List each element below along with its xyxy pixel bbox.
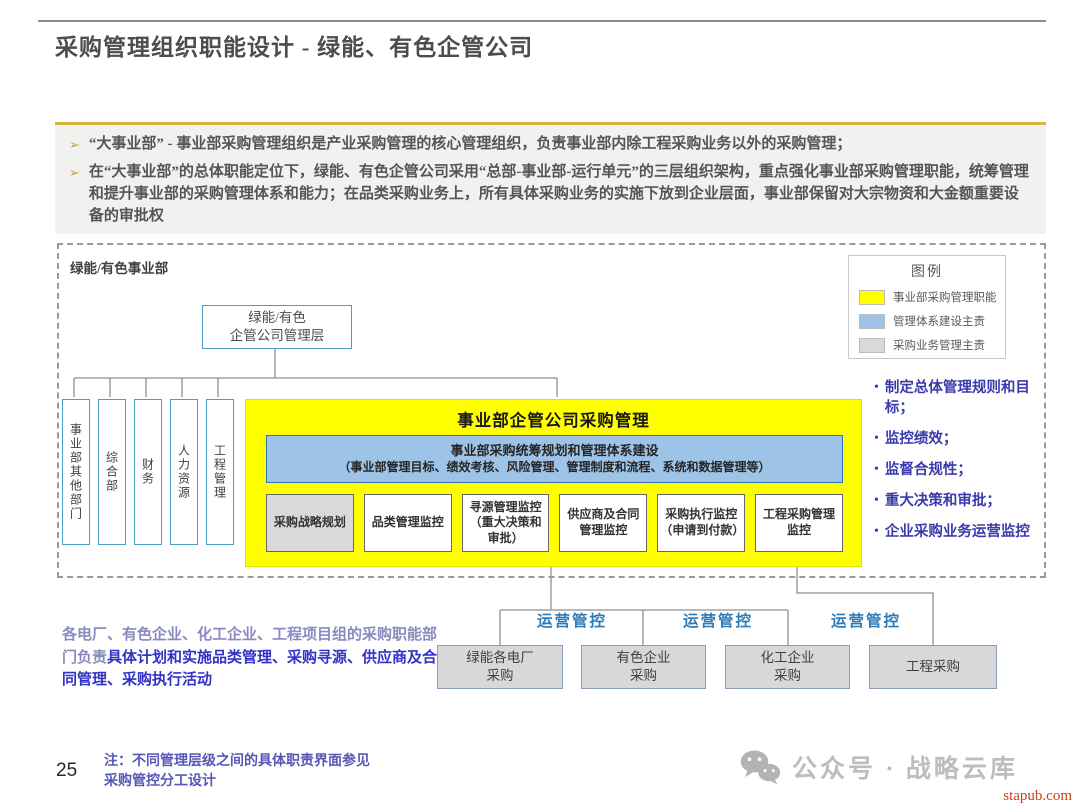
dot-bullet-icon: • — [874, 431, 879, 446]
ops-control-label: 运营管控 — [536, 613, 607, 630]
function-box-supplier: 供应商及合同管理监控 — [559, 494, 648, 552]
summary-bullet-text: 在“大事业部”的总体职能定位下，绿能、有色企管公司采用“总部-事业部-运行单元”… — [88, 164, 1029, 224]
responsibility-list: • 制定总体管理规则和目标； • 监控绩效； • 监督合规性； • 重大决策和审… — [874, 378, 1046, 553]
legend-item: 采购业务管理主责 — [859, 337, 1005, 353]
management-layer-box: 绿能/有色 企管公司管理层 — [202, 305, 352, 349]
ops-control-label: 运营管控 — [682, 613, 753, 630]
unit-box-chemical: 化工企业 采购 — [725, 645, 850, 689]
responsibility-item: • 制定总体管理规则和目标； — [874, 380, 1030, 416]
legend-title: 图例 — [911, 265, 943, 280]
function-box-sourcing: 寻源管理监控（重大决策和审批） — [461, 494, 550, 552]
legend-swatch-blue — [859, 313, 885, 329]
legend-label: 事业部采购管理职能 — [893, 292, 997, 304]
planning-line2: （事业部管理目标、绩效考核、风险管理、管理制度和流程、系统和数据管理等） — [338, 459, 771, 474]
legend-swatch-gray — [859, 337, 885, 353]
unit-box-nonferrous: 有色企业 采购 — [581, 645, 706, 689]
unit-box-project-procurement: 工程采购 — [869, 645, 997, 689]
summary-box: ➢ “大事业部” - 事业部采购管理组织是产业采购管理的核心管理组织，负责事业部… — [55, 122, 1046, 234]
site-watermark: stapub.com — [1003, 788, 1072, 804]
page-number: 25 — [56, 760, 78, 781]
bottom-left-paragraph: 各电厂、有色企业、化工企业、工程项目组的采购职能部门负责具体计划和实施品类管理、… — [62, 624, 450, 692]
purchasing-management-box: 事业部企管公司采购管理 事业部采购统筹规划和管理体系建设 （事业部管理目标、绩效… — [245, 399, 862, 567]
dot-bullet-icon: • — [874, 380, 879, 395]
function-box-strategy: 采购战略规划 — [266, 494, 354, 552]
purchasing-box-title: 事业部企管公司采购管理 — [457, 411, 650, 430]
responsibility-item: • 监控绩效； — [874, 431, 958, 447]
paragraph-normal-text: 各电厂、有色企业、化工企业、工程项目组的采购职能部门负责 — [62, 627, 438, 666]
planning-line1: 事业部采购统筹规划和管理体系建设 — [450, 443, 659, 459]
management-layer-line2: 企管公司管理层 — [229, 328, 325, 343]
arrow-bullet-icon: ➢ — [69, 137, 80, 152]
page-title: 采购管理组织职能设计 - 绿能、有色企管公司 — [55, 35, 534, 60]
management-layer-line1: 绿能/有色 — [248, 309, 306, 325]
paragraph-bold-text: 具体计划和实施品类管理、采购寻源、供应商及合同管理、采购执行活动 — [62, 649, 438, 689]
dot-bullet-icon: • — [874, 493, 879, 508]
planning-system-box: 事业部采购统筹规划和管理体系建设 （事业部管理目标、绩效考核、风险管理、管理制度… — [266, 435, 843, 483]
org-chart-container: 绿能/有色事业部 图例 事业部采购管理职能 管理体系建设主责 采购业务管理主责 … — [57, 243, 1046, 578]
responsibility-item: • 企业采购业务运营监控 — [874, 524, 1030, 540]
responsibility-item: • 重大决策和审批； — [874, 493, 1001, 509]
arrow-bullet-icon: ➢ — [69, 165, 80, 180]
dot-bullet-icon: • — [874, 524, 879, 539]
ops-control-label: 运营管控 — [830, 613, 901, 630]
legend-label: 管理体系建设主责 — [893, 316, 985, 328]
legend-item: 管理体系建设主责 — [859, 313, 1005, 329]
dept-box-eng: 工程管理 — [206, 399, 234, 545]
dept-box-general: 综合部 — [98, 399, 126, 545]
dept-box-other: 事业部其他部门 — [62, 399, 90, 545]
legend-swatch-yellow — [859, 289, 885, 305]
watermark-text: 公众号 · 战略云库 — [792, 756, 1018, 783]
unit-box-power-plants: 绿能各电厂 采购 — [437, 645, 563, 689]
legend-item: 事业部采购管理职能 — [859, 289, 1005, 305]
region-label: 绿能/有色事业部 — [70, 261, 169, 276]
dept-box-finance: 财务 — [134, 399, 162, 545]
summary-bullet: ➢ 在“大事业部”的总体职能定位下，绿能、有色企管公司采用“总部-事业部-运行单… — [65, 162, 1032, 227]
summary-bullet: ➢ “大事业部” - 事业部采购管理组织是产业采购管理的核心管理组织，负责事业部… — [65, 134, 1032, 156]
footnote-note: 注：不同管理层级之间的具体职责界面参见采购管控分工设计 — [104, 754, 370, 789]
watermark: 公众号 · 战略云库 — [738, 748, 1018, 786]
responsibility-item: • 监督合规性； — [874, 462, 972, 478]
header-rule — [38, 20, 1046, 22]
legend-box: 图例 事业部采购管理职能 管理体系建设主责 采购业务管理主责 — [848, 255, 1006, 359]
function-box-execution: 采购执行监控（申请到付款） — [657, 494, 746, 552]
legend-label: 采购业务管理主责 — [893, 340, 985, 352]
function-box-category: 品类管理监控 — [363, 494, 452, 552]
dot-bullet-icon: • — [874, 462, 879, 477]
dept-box-hr: 人力资源 — [170, 399, 198, 545]
function-box-project: 工程采购管理监控 — [755, 494, 843, 552]
summary-bullet-text: “大事业部” - 事业部采购管理组织是产业采购管理的核心管理组织，负责事业部内除… — [88, 136, 852, 152]
wechat-icon — [740, 750, 781, 785]
function-row: 采购战略规划 品类管理监控 寻源管理监控（重大决策和审批） 供应商及合同管理监控… — [266, 494, 843, 552]
